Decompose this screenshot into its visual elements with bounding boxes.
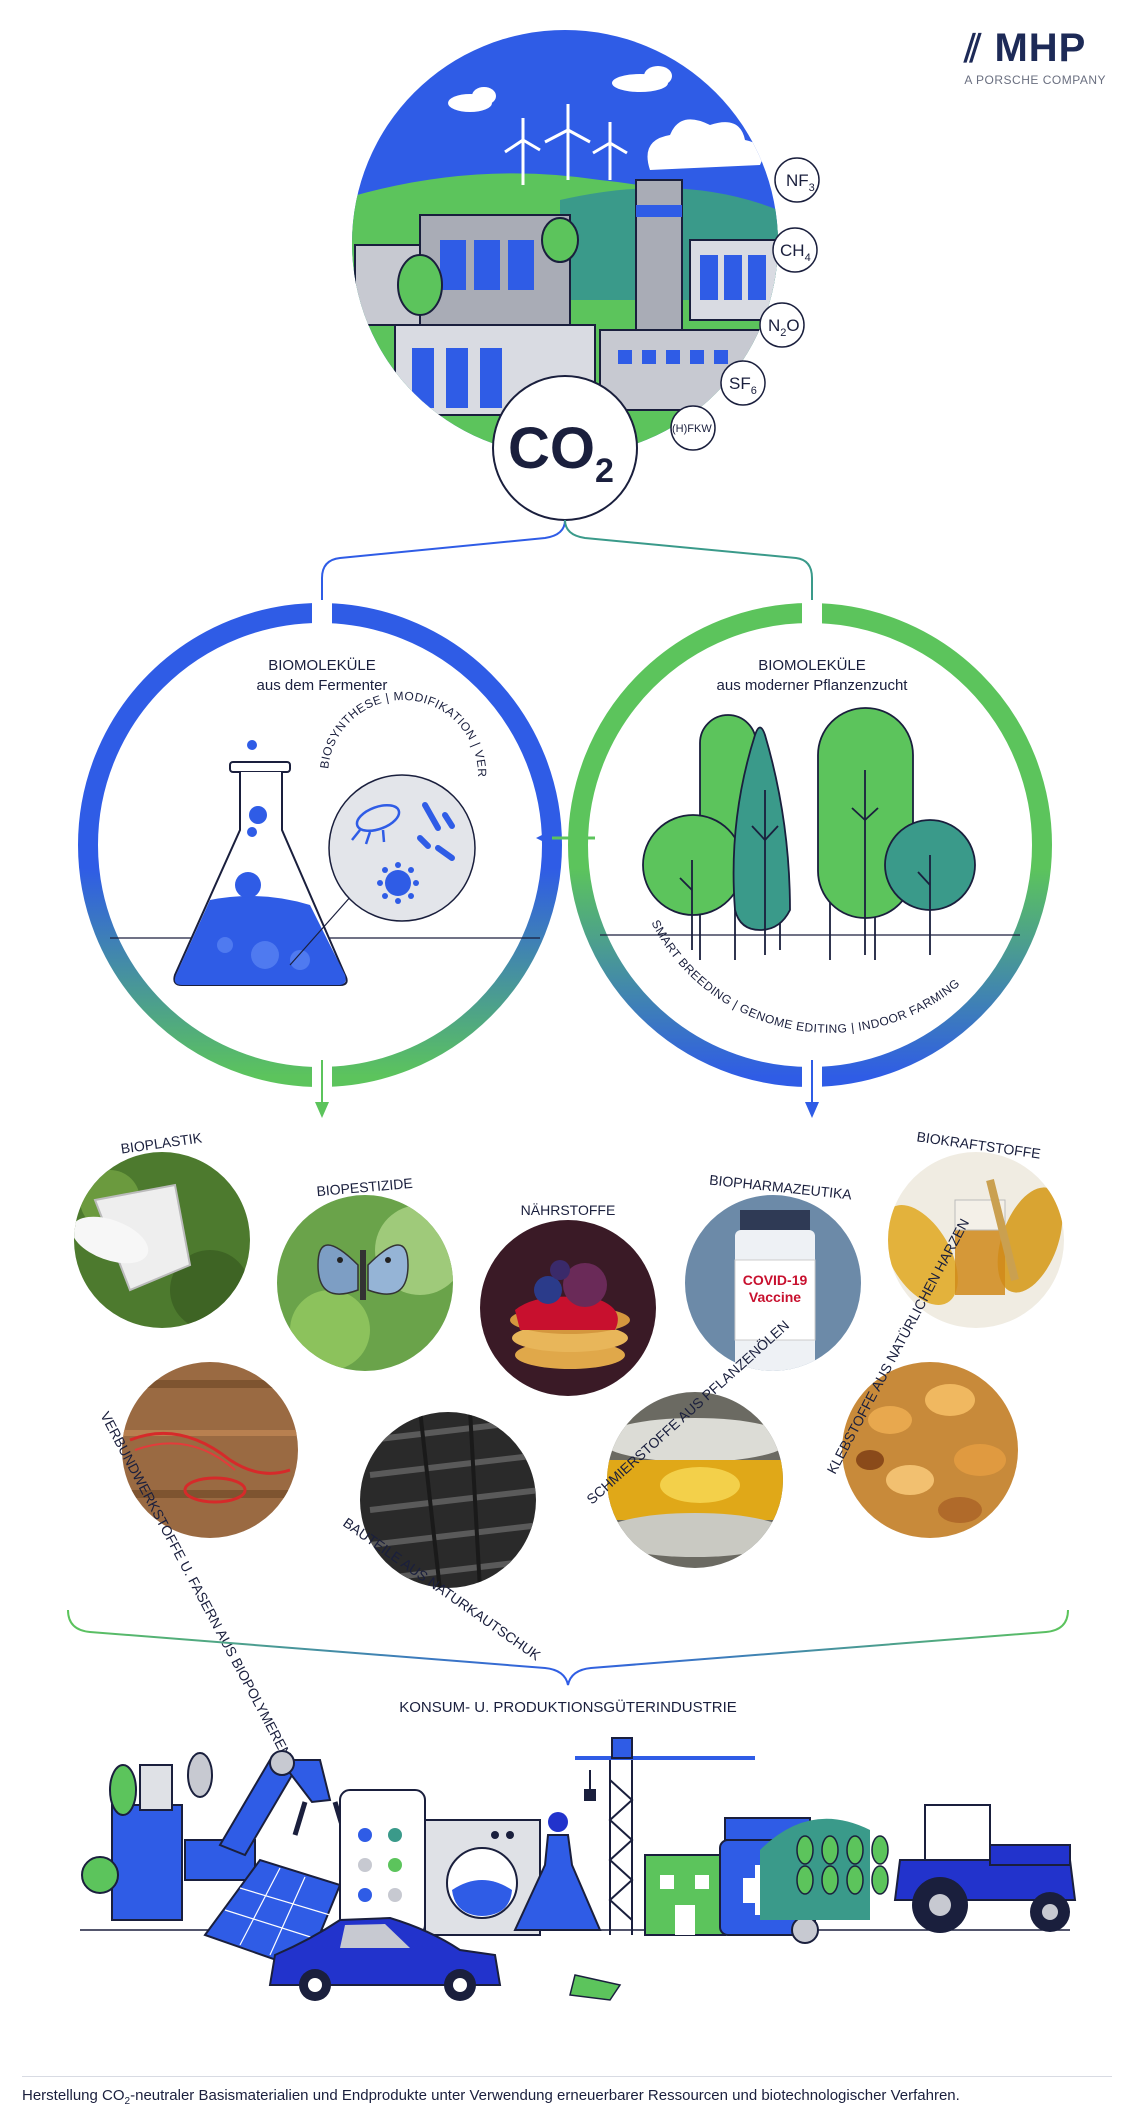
gas-ch4: CH4 — [772, 227, 818, 273]
gas-bubbles: NF3 CH4 N2O SF6 (H)FKW — [670, 157, 820, 451]
left-cycle-title: BIOMOLEKÜLE — [268, 656, 376, 674]
product-biopestizide: BIOPESTIZIDE — [277, 1175, 453, 1371]
robot-arm-icon — [184, 1750, 348, 1881]
consumer-goods-scene — [80, 1737, 1077, 2001]
label-naehrstoffe: NÄHRSTOFFE — [521, 1202, 616, 1218]
product-bauteile: BAUTEILE AUS NATURKAUTSCHUK — [340, 1412, 544, 1664]
left-cycle-subtitle: aus dem Fermenter — [257, 677, 388, 694]
apple-icon — [81, 1856, 119, 1894]
gas-nf3: NF3 — [774, 157, 820, 203]
mhp-logo: ⫽ MHP A PORSCHE COMPANY — [964, 26, 1106, 87]
right-cycle-title: BIOMOLEKÜLE — [758, 656, 866, 674]
svg-text:NF3: NF3 — [786, 171, 815, 194]
product-verbundwerkstoffe: VERBUNDWERKSTOFFE U. FASERN AUS BIOPOLYM… — [97, 1362, 298, 1761]
industry-label: KONSUM- U. PRODUKTIONSGÜTERINDUSTRIE — [399, 1698, 737, 1716]
dress-icon — [513, 1812, 622, 2001]
product-biokraftstoffe: BIOKRAFTSTOFFE — [888, 1128, 1064, 1328]
co2-bubble: CO2 — [492, 375, 638, 521]
tractor-icon — [893, 1804, 1077, 1933]
cloud-icon — [448, 66, 672, 112]
svg-text:CH4: CH4 — [780, 241, 811, 264]
crane-icon — [575, 1737, 755, 1935]
wind-turbine-icon — [504, 104, 628, 185]
grocery-bag-icon — [109, 1752, 213, 1921]
right-cycle-content: BIOMOLEKÜLE aus moderner Pflanzenzucht S… — [600, 656, 1020, 1036]
logo-slash-icon: ⫽ — [964, 28, 983, 70]
industry-brace — [67, 1609, 1069, 1686]
greenhouse-plants-icon — [760, 1818, 889, 1920]
product-naehrstoffe: NÄHRSTOFFE — [480, 1202, 656, 1396]
right-cycle-subtitle: aus moderner Pflanzenzucht — [717, 677, 909, 694]
svg-text:N2O: N2O — [768, 316, 800, 339]
trees-icon — [642, 707, 976, 960]
product-biopharmazeutika: COVID-19 Vaccine BIOPHARMAZEUTIKA — [685, 1172, 861, 1371]
gas-sf6: SF6 — [720, 360, 766, 406]
building-icon — [644, 1854, 726, 1936]
bacteria-icon — [351, 802, 455, 861]
svg-text:(H)FKW: (H)FKW — [672, 423, 712, 435]
svg-text:SF6: SF6 — [729, 374, 757, 397]
svg-text:Vaccine: Vaccine — [749, 1289, 801, 1305]
logo-mark: ⫽ MHP — [964, 26, 1087, 70]
car-icon — [268, 1916, 502, 2001]
smartphone-icon — [339, 1789, 426, 1936]
gas-n2o: N2O — [759, 302, 805, 348]
ring-arrows — [315, 830, 819, 1118]
svg-text:CO2: CO2 — [508, 416, 614, 490]
product-bioplastik: BIOPLASTIK — [74, 1129, 250, 1328]
footer-caption: Herstellung CO2-neutraler Basismateriali… — [22, 2076, 1112, 2107]
logo-subtitle: A PORSCHE COMPANY — [964, 73, 1106, 87]
svg-text:COVID-19: COVID-19 — [743, 1272, 808, 1288]
gas-hfkw: (H)FKW — [670, 405, 716, 451]
flask-icon — [173, 740, 353, 986]
virus-icon — [377, 862, 419, 904]
